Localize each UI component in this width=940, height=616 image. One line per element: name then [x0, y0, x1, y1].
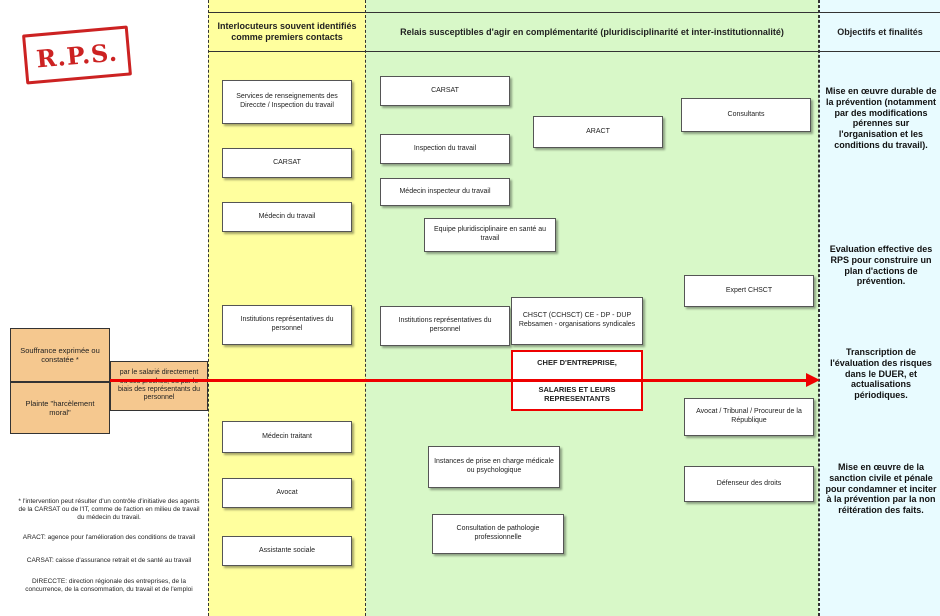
contact-medecin-travail: Médecin du travail	[222, 202, 352, 232]
relais-defenseur-droits: Défenseur des droits	[684, 466, 814, 502]
contact-avocat: Avocat	[222, 478, 352, 508]
contact-assistante-sociale: Assistante sociale	[222, 536, 352, 566]
objectifs-column-header: Objectifs et finalités	[820, 12, 940, 52]
contact-medecin-traitant: Médecin traitant	[222, 421, 352, 453]
objectif-prevention: Mise en œuvre durable de la prévention (…	[825, 86, 937, 150]
objectif-transcription: Transcription de l'évaluation des risque…	[830, 347, 932, 401]
contact-carsat: CARSAT	[222, 148, 352, 178]
flow-arrow-line	[110, 379, 810, 382]
footnote-intervention: * l'intervention peut résulter d'un cont…	[18, 498, 200, 522]
contacts-column-header: Interlocuteurs souvent identifiés comme …	[209, 12, 365, 52]
relais-equipe-pluridisciplinaire: Equipe pluridisciplinaire en santé au tr…	[424, 218, 556, 252]
relais-avocat-tribunal: Avocat / Tribunal / Procureur de la Répu…	[684, 398, 814, 436]
relais-consultants: Consultants	[681, 98, 811, 132]
relais-instances-medicales: Instances de prise en charge médicale ou…	[428, 446, 560, 488]
contact-irp: Institutions représentatives du personne…	[222, 305, 352, 345]
relais-chsct: CHSCT (CCHSCT) CE - DP - DUP Rebsamen - …	[511, 297, 643, 345]
contact-direccte: Services de renseignements des Direccte …	[222, 80, 352, 124]
objectifs-column: Objectifs et finalités Mise en œuvre dur…	[819, 0, 940, 616]
chef-entreprise-label: CHEF D'ENTREPRISE,	[537, 358, 617, 367]
relais-carsat: CARSAT	[380, 76, 510, 106]
relais-irp: Institutions représentatives du personne…	[380, 306, 510, 346]
souffrance-box: Souffrance exprimée ou constatée *	[10, 328, 110, 382]
objectif-evaluation: Evaluation effective des RPS pour constr…	[829, 244, 933, 287]
plainte-box: Plainte "harcèlement moral"	[10, 382, 110, 434]
relais-consultation-pathologie: Consultation de pathologie professionnel…	[432, 514, 564, 554]
relais-expert-chsct: Expert CHSCT	[684, 275, 814, 307]
salaries-representants-label: SALARIES ET LEURS REPRESENTANTS	[538, 385, 616, 403]
arrow-right-icon	[806, 373, 820, 387]
signalement-path-box: par le salarié directement ou ses proche…	[110, 361, 208, 411]
footnote-aract: ARACT: agence pour l'amélioration des co…	[22, 534, 196, 541]
relais-inspection: Inspection du travail	[380, 134, 510, 164]
relais-medecin-inspecteur: Médecin inspecteur du travail	[380, 178, 510, 206]
relais-column-header: Relais susceptibles d'agir en complément…	[366, 12, 818, 52]
relais-aract: ARACT	[533, 116, 663, 148]
objectif-sanction: Mise en œuvre de la sanction civile et p…	[825, 462, 937, 516]
rps-logo: R.P.S.	[22, 25, 132, 85]
footnote-carsat: CARSAT: caisse d'assurance retrait et de…	[26, 557, 192, 564]
footnote-direccte: DIRECCTE: direction régionale des entrep…	[25, 578, 193, 594]
